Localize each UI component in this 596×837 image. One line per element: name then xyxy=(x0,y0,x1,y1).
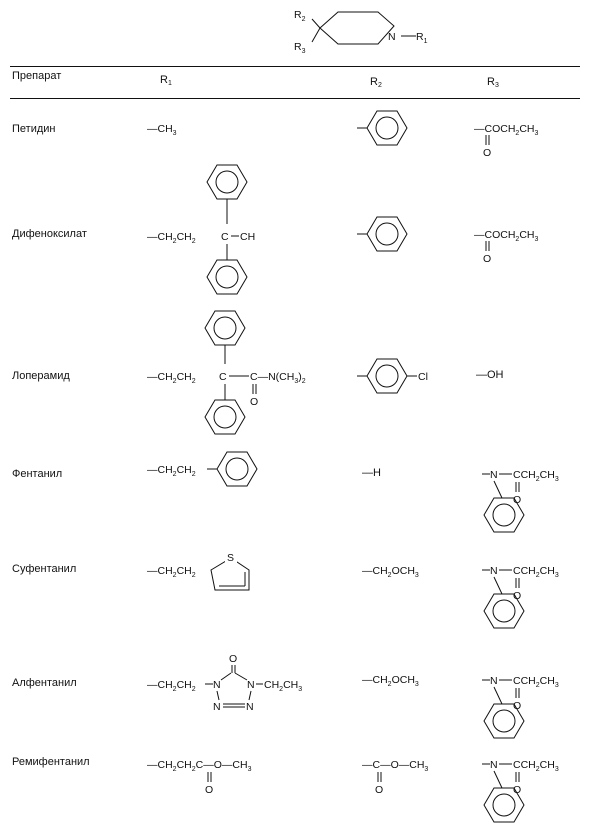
svg-text:N: N xyxy=(247,679,255,691)
pethidine-r1: —CH3 xyxy=(147,123,177,137)
svg-text:—C—O—CH3: —C—O—CH3 xyxy=(362,759,428,773)
svg-text:N: N xyxy=(246,701,254,713)
svg-text:CH: CH xyxy=(240,231,255,243)
diphenoxylate-r3-ester: —COCH2CH3 O xyxy=(474,229,539,265)
svg-text:—CH2CH2: —CH2CH2 xyxy=(147,679,196,693)
svg-text:O: O xyxy=(250,396,258,408)
r3-label: R3 xyxy=(294,41,306,55)
svg-text:—CH3: —CH3 xyxy=(147,123,177,137)
loperamide-r1: —CH2CH2 C C—N(CH3)2 O xyxy=(147,310,306,435)
svg-text:—CH2CH2: —CH2CH2 xyxy=(147,565,196,579)
drug-name-loperamide: Лоперамид xyxy=(12,370,70,382)
drug-name-diphenoxylate: Дифеноксилат xyxy=(12,228,87,240)
svg-text:N: N xyxy=(490,759,498,771)
drug-name-pethidine: Петидин xyxy=(12,123,56,135)
fentanyl-r2: —H xyxy=(362,467,381,479)
svg-text:C: C xyxy=(221,231,229,243)
svg-text:CCH2CH3: CCH2CH3 xyxy=(513,759,559,773)
svg-text:—CH2CH2: —CH2CH2 xyxy=(147,231,196,245)
r2-label: R2 xyxy=(294,9,306,23)
drug-name-fentanyl: Фентанил xyxy=(12,468,63,480)
remifentanil-r2-ester: —C—O—CH3 O xyxy=(362,759,428,796)
remifentanil-r3-anilide: N CCH2CH3 O xyxy=(482,759,559,823)
fentanyl-r3-anilide: N CCH2CH3 O xyxy=(482,469,559,533)
svg-text:O: O xyxy=(513,494,521,506)
alfentanil-r2: —CH2OCH3 xyxy=(362,674,419,688)
fentanyl-r1: —CH2CH2 xyxy=(147,451,258,487)
svg-text:Cl: Cl xyxy=(418,371,428,383)
svg-text:—COCH2CH3: —COCH2CH3 xyxy=(474,123,539,137)
svg-text:CCH2CH3: CCH2CH3 xyxy=(513,565,559,579)
alfentanil-r1-tetrazolone: O —CH2CH2 N N CH2CH3 N N xyxy=(147,653,302,713)
drug-name-alfentanil: Алфентанил xyxy=(12,677,77,689)
header-bottom-rule xyxy=(10,98,580,99)
svg-text:N: N xyxy=(490,675,498,687)
nitrogen-label: N xyxy=(388,31,396,43)
svg-text:—CH2OCH3: —CH2OCH3 xyxy=(362,674,419,688)
column-header-drug: Препарат xyxy=(12,70,62,82)
pethidine-r3-ester: —COCH2CH3 O xyxy=(474,123,539,159)
column-header-r3: R3 xyxy=(487,76,499,89)
svg-text:—CH2CH2C—O—CH3: —CH2CH2C—O—CH3 xyxy=(147,759,252,773)
svg-text:C: C xyxy=(219,371,227,383)
piperidine-core-structure: R2 R3 N R1 xyxy=(294,9,428,55)
alfentanil-r3-anilide: N CCH2CH3 O xyxy=(482,675,559,739)
pethidine-r2-phenyl xyxy=(357,110,408,146)
svg-text:C—N(CH3)2: C—N(CH3)2 xyxy=(250,371,306,385)
remifentanil-r1-ester: —CH2CH2C—O—CH3 O xyxy=(147,759,252,796)
svg-text:—CH2OCH3: —CH2OCH3 xyxy=(362,565,419,579)
drug-name-remifentanil: Ремифентанил xyxy=(12,756,90,768)
svg-text:O: O xyxy=(513,700,521,712)
svg-text:N: N xyxy=(213,701,221,713)
svg-text:—CH2CH2: —CH2CH2 xyxy=(147,464,196,478)
sufentanil-r1-thienyl: —CH2CH2 S xyxy=(147,551,250,591)
svg-text:CH2CH3: CH2CH3 xyxy=(264,679,302,693)
r1-label: R1 xyxy=(416,31,428,45)
svg-text:—COCH2CH3: —COCH2CH3 xyxy=(474,229,539,243)
sufentanil-r3-anilide: N CCH2CH3 O xyxy=(482,565,559,629)
loperamide-r3: —OH xyxy=(476,369,504,381)
svg-text:O: O xyxy=(483,253,491,265)
header-top-rule xyxy=(10,66,580,67)
svg-text:O: O xyxy=(375,784,383,796)
svg-text:O: O xyxy=(483,147,491,159)
svg-text:S: S xyxy=(227,552,234,564)
svg-text:O: O xyxy=(205,784,213,796)
column-header-r2: R2 xyxy=(370,76,382,89)
sufentanil-r2: —CH2OCH3 xyxy=(362,565,419,579)
svg-text:CCH2CH3: CCH2CH3 xyxy=(513,675,559,689)
svg-text:CCH2CH3: CCH2CH3 xyxy=(513,469,559,483)
svg-text:O: O xyxy=(513,784,521,796)
loperamide-r2-chlorophenyl: Cl xyxy=(357,358,428,394)
diphenoxylate-r1: —CH2CH2 C CH xyxy=(147,164,255,295)
drug-name-sufentanil: Суфентанил xyxy=(12,563,77,575)
svg-text:N: N xyxy=(490,469,498,481)
svg-text:O: O xyxy=(513,590,521,602)
svg-text:O: O xyxy=(229,653,237,665)
svg-text:N: N xyxy=(490,565,498,577)
svg-text:N: N xyxy=(213,679,221,691)
svg-text:—CH2CH2: —CH2CH2 xyxy=(147,371,196,385)
column-header-r1: R1 xyxy=(160,74,172,87)
diphenoxylate-r2-phenyl xyxy=(357,216,408,252)
